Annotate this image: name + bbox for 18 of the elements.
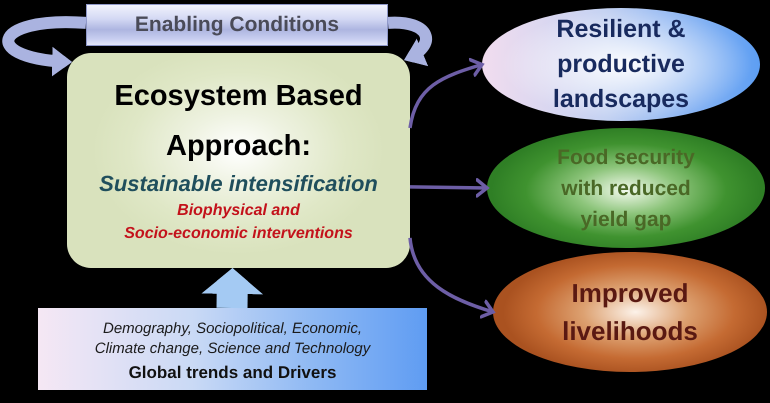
curved-arrow [408, 238, 495, 318]
outcome-label: Resilient & productive landscapes [552, 14, 690, 115]
section-title: Global trends and Drivers [128, 362, 336, 384]
rounded-box [67, 53, 410, 268]
curved-arrow [388, 16, 432, 66]
arrow [410, 178, 489, 198]
note-text: Biophysical and Socio-economic interventions [123, 201, 354, 244]
heading: Ecosystem Based Approach: [113, 79, 364, 164]
block-arrow [201, 268, 264, 308]
subheading: Sustainable intensification [99, 171, 378, 197]
driver-list: Demography, Sociopolitical, Economic, Climate change, Science and Technology [82, 319, 382, 359]
curved-arrow [408, 58, 484, 128]
header-box [86, 4, 388, 46]
outcome-label: Improved livelihoods [561, 277, 699, 348]
curved-arrow [2, 16, 86, 76]
banner-label: Enabling Conditions [134, 13, 340, 37]
process-box [38, 308, 427, 390]
outcome-label: Food security with reduced yield gap [556, 144, 696, 232]
